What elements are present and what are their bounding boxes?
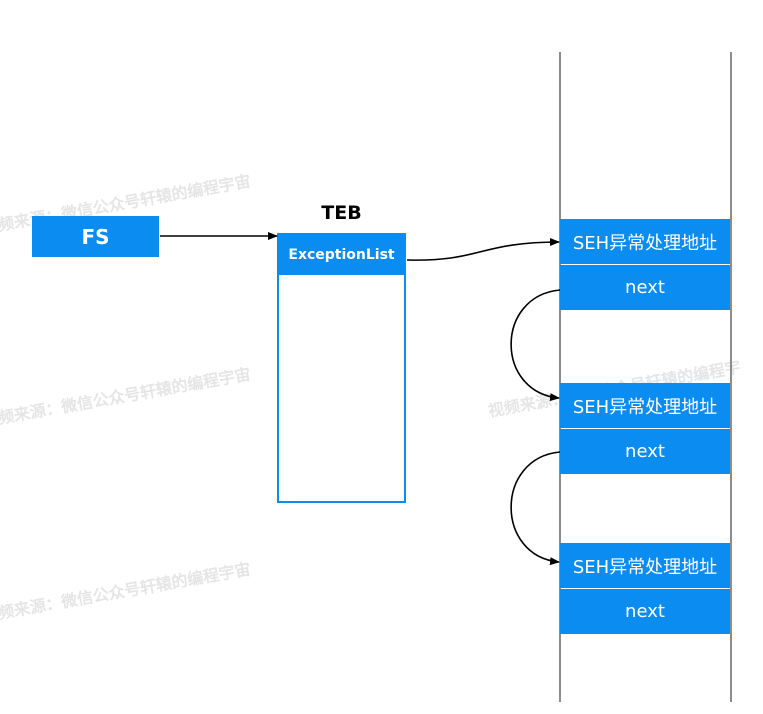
seh-next-cell-1: next [560, 265, 730, 310]
fs-label: FS [81, 224, 110, 249]
seh-next-label: next [625, 601, 665, 622]
seh-handler-cell-3: SEH异常处理地址 [560, 543, 730, 588]
stack-right-border [730, 52, 732, 702]
arrow-exceptionlist-to-seh [406, 238, 560, 261]
seh-next-cell-3: next [560, 589, 730, 634]
seh-next-label: next [625, 277, 665, 298]
seh-handler-cell-2: SEH异常处理地址 [560, 383, 730, 428]
arrow-next-to-seh-3 [510, 451, 561, 566]
fs-register-box: FS [32, 216, 159, 257]
arrow-next-to-seh-2 [510, 289, 561, 402]
teb-exception-list-field: ExceptionList [279, 235, 404, 275]
stack-left-border [559, 52, 561, 702]
seh-next-cell-2: next [560, 429, 730, 474]
seh-handler-label: SEH异常处理地址 [572, 396, 718, 418]
seh-handler-label: SEH异常处理地址 [572, 232, 718, 254]
seh-next-label: next [625, 441, 665, 462]
teb-structure [277, 233, 406, 503]
seh-handler-cell-1: SEH异常处理地址 [560, 219, 730, 264]
seh-handler-label: SEH异常处理地址 [572, 556, 718, 578]
exception-list-label: ExceptionList [288, 247, 395, 263]
teb-title: TEB [321, 202, 362, 224]
